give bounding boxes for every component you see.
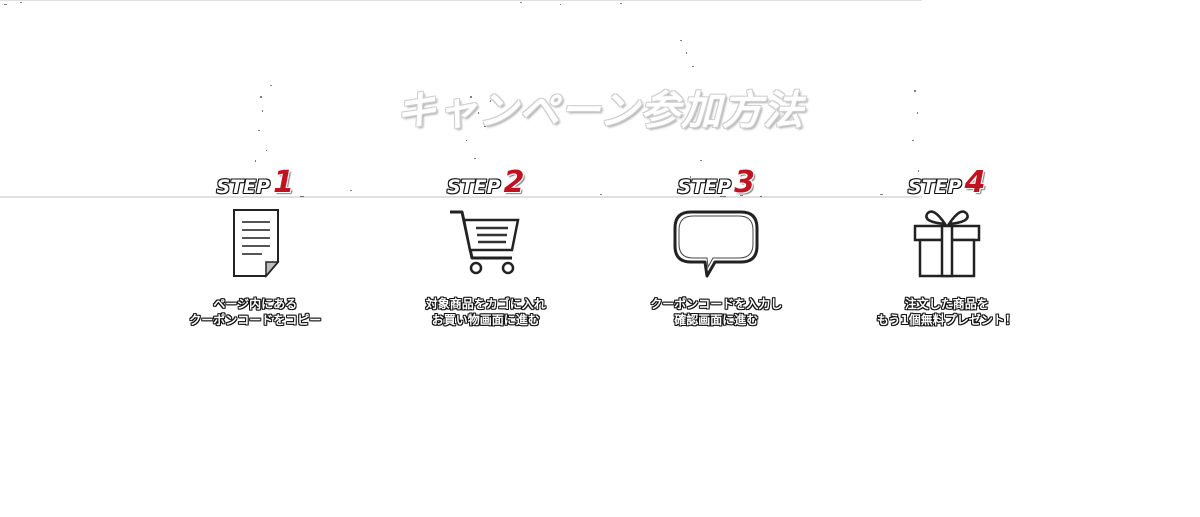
step-line: 対象商品をカゴに入れ xyxy=(425,297,546,311)
step-line: もう1個無料プレゼント！ xyxy=(876,313,1017,327)
step-word: STEP xyxy=(447,176,501,198)
step-heading: STEP 3 xyxy=(677,165,755,200)
document-icon xyxy=(210,206,300,282)
step-2: STEP 2 対象商品をカゴに入れ お買い物画面に xyxy=(371,160,602,350)
grunge-panel xyxy=(0,0,922,198)
step-heading: STEP 1 xyxy=(216,165,294,200)
steps-row: STEP 1 ページ内にある クーポンコー xyxy=(140,160,1062,350)
step-3: STEP 3 クーポンコードを入力し 確認画面に進む xyxy=(601,160,832,350)
step-line: 確認画面に進む xyxy=(674,313,759,327)
cart-icon xyxy=(441,206,531,282)
speech-bubble-icon xyxy=(671,206,761,282)
step-line: お買い物画面に進む xyxy=(431,313,540,327)
step-description: 注文した商品を もう1個無料プレゼント！ xyxy=(877,296,1017,328)
step-number: 2 xyxy=(503,165,525,200)
gift-icon xyxy=(902,206,992,282)
step-description: クーポンコードを入力し 確認画面に進む xyxy=(650,296,782,328)
step-4: STEP 4 注文した商品を もう1個無料プレゼント！ xyxy=(832,160,1063,350)
step-line: ページ内にある xyxy=(213,297,298,311)
step-number: 1 xyxy=(273,165,294,200)
step-line: クーポンコードを入力し xyxy=(650,297,783,311)
campaign-title: キャンペーン参加方法 xyxy=(396,88,804,134)
step-word: STEP xyxy=(908,176,962,198)
step-number: 3 xyxy=(734,165,755,200)
step-description: ページ内にある クーポンコードをコピー xyxy=(189,296,321,328)
step-number: 4 xyxy=(964,165,986,200)
step-1: STEP 1 ページ内にある クーポンコー xyxy=(140,160,371,350)
step-line: 注文した商品を xyxy=(904,297,989,311)
step-description: 対象商品をカゴに入れ お買い物画面に進む xyxy=(426,296,546,328)
step-word: STEP xyxy=(216,176,271,198)
step-word: STEP xyxy=(677,176,732,198)
step-heading: STEP 4 xyxy=(908,165,986,200)
step-line: クーポンコードをコピー xyxy=(189,313,322,327)
step-heading: STEP 2 xyxy=(447,165,525,200)
